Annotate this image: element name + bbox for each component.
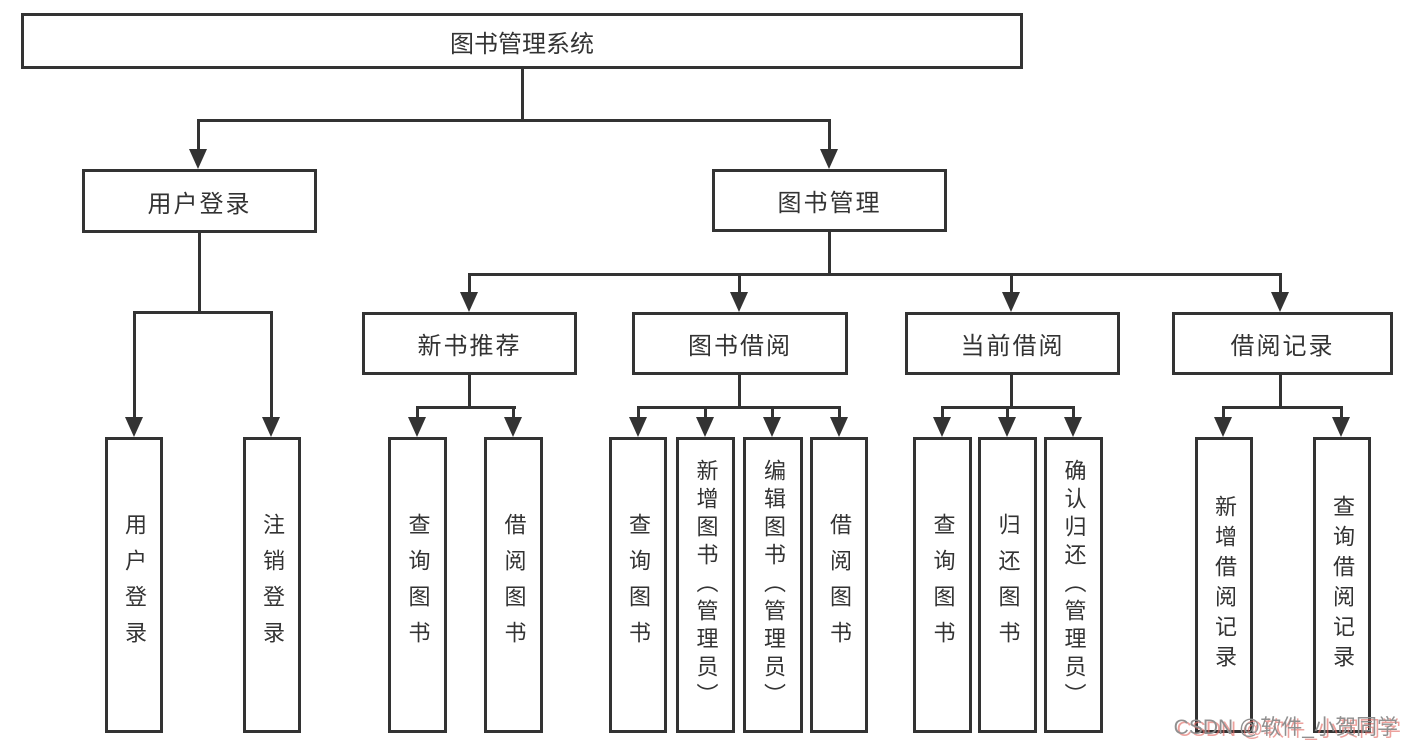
- connector-line: [197, 119, 200, 152]
- connector-line: [828, 119, 831, 152]
- connector-line: [637, 406, 841, 409]
- leaf-label: 用户登录: [122, 513, 147, 657]
- connector-line: [198, 233, 201, 313]
- arrow-down-icon: [408, 417, 426, 437]
- arrow-down-icon: [262, 417, 280, 437]
- arrow-down-icon: [830, 417, 848, 437]
- arrow-down-icon: [460, 292, 478, 312]
- node-library-management-system: 图书管理系统: [21, 13, 1023, 69]
- connector-line: [771, 406, 774, 420]
- connector-line: [468, 273, 471, 295]
- node-borrowing-records: 借阅记录: [1172, 312, 1393, 375]
- arrow-down-icon: [998, 417, 1016, 437]
- arrow-down-icon: [629, 417, 647, 437]
- node-book-management: 图书管理: [712, 169, 947, 232]
- leaf-borrow-books-borrowing: 借阅图书: [810, 437, 868, 733]
- arrow-down-icon: [820, 149, 838, 169]
- leaf-label: 借阅图书: [827, 513, 852, 657]
- leaf-user-login: 用户登录: [105, 437, 163, 733]
- leaf-label: 查询借阅记录: [1330, 495, 1355, 675]
- arrow-down-icon: [125, 417, 143, 437]
- connector-line: [512, 406, 515, 420]
- connector-line: [828, 232, 831, 275]
- node-label: 图书管理: [777, 190, 882, 217]
- node-current-borrowing: 当前借阅: [905, 312, 1120, 375]
- arrow-down-icon: [1271, 292, 1289, 312]
- connector-line: [521, 69, 524, 121]
- node-label: 图书借阅: [688, 333, 792, 360]
- arrow-down-icon: [933, 417, 951, 437]
- connector-line: [941, 406, 944, 420]
- arrow-down-icon: [696, 417, 714, 437]
- node-label: 新书推荐: [417, 333, 522, 360]
- arrow-down-icon: [189, 149, 207, 169]
- leaf-label: 编辑图书（管理员）: [761, 459, 786, 711]
- leaf-query-books-borrowing: 查询图书: [609, 437, 667, 733]
- arrow-down-icon: [763, 417, 781, 437]
- leaf-add-books-admin: 新增图书（管理员）: [676, 437, 735, 733]
- connector-line: [1010, 375, 1013, 408]
- connector-line: [1006, 406, 1009, 420]
- connector-line: [1279, 375, 1282, 408]
- connector-line: [838, 406, 841, 420]
- connector-line: [1222, 406, 1343, 409]
- leaf-logout: 注销登录: [243, 437, 301, 733]
- connector-line: [704, 406, 707, 420]
- connector-line: [197, 119, 831, 122]
- leaf-borrow-books-recommend: 借阅图书: [484, 437, 543, 733]
- leaf-label: 新增图书（管理员）: [693, 459, 719, 711]
- leaf-query-borrowing-record: 查询借阅记录: [1313, 437, 1371, 733]
- node-book-borrowing: 图书借阅: [632, 312, 848, 375]
- node-new-book-recommendation: 新书推荐: [362, 312, 577, 375]
- leaf-query-books-current: 查询图书: [913, 437, 972, 733]
- leaf-label: 查询图书: [405, 513, 431, 657]
- leaf-label: 查询图书: [626, 513, 651, 657]
- leaf-edit-books-admin: 编辑图书（管理员）: [743, 437, 803, 733]
- connector-line: [1279, 273, 1282, 295]
- leaf-label: 确认归还（管理员）: [1061, 459, 1087, 711]
- arrow-down-icon: [1064, 417, 1082, 437]
- connector-line: [416, 406, 419, 420]
- leaf-label: 借阅图书: [501, 513, 527, 657]
- arrow-down-icon: [1214, 417, 1232, 437]
- leaf-label: 注销登录: [260, 513, 285, 657]
- connector-line: [1072, 406, 1075, 420]
- node-label: 借阅记录: [1230, 333, 1335, 360]
- node-label: 用户登录: [147, 190, 252, 218]
- connector-line: [738, 375, 741, 408]
- arrow-down-icon: [1332, 417, 1350, 437]
- connector-line: [468, 375, 471, 408]
- connector-line: [738, 273, 741, 295]
- connector-line: [1010, 273, 1013, 295]
- leaf-label: 新增借阅记录: [1212, 495, 1237, 675]
- node-label: 当前借阅: [960, 333, 1065, 360]
- node-label: 图书管理系统: [450, 30, 594, 58]
- arrow-down-icon: [1002, 292, 1020, 312]
- connector-line: [1222, 406, 1225, 420]
- leaf-label: 归还图书: [995, 513, 1021, 657]
- watermark-text: CSDN @软件_小贺同学: [1173, 716, 1398, 739]
- arrow-down-icon: [504, 417, 522, 437]
- leaf-add-borrowing-record: 新增借阅记录: [1195, 437, 1253, 733]
- leaf-return-books: 归还图书: [978, 437, 1037, 733]
- leaf-confirm-return-admin: 确认归还（管理员）: [1044, 437, 1103, 733]
- leaf-label: 查询图书: [930, 513, 956, 657]
- connector-line: [637, 406, 640, 420]
- connector-line: [133, 311, 136, 419]
- leaf-query-books-recommend: 查询图书: [388, 437, 447, 733]
- node-user-login: 用户登录: [82, 169, 317, 233]
- connector-line: [416, 406, 516, 409]
- arrow-down-icon: [730, 292, 748, 312]
- connector-line: [270, 311, 273, 419]
- connector-line: [133, 311, 273, 314]
- connector-line: [468, 273, 1282, 276]
- connector-line: [1340, 406, 1343, 420]
